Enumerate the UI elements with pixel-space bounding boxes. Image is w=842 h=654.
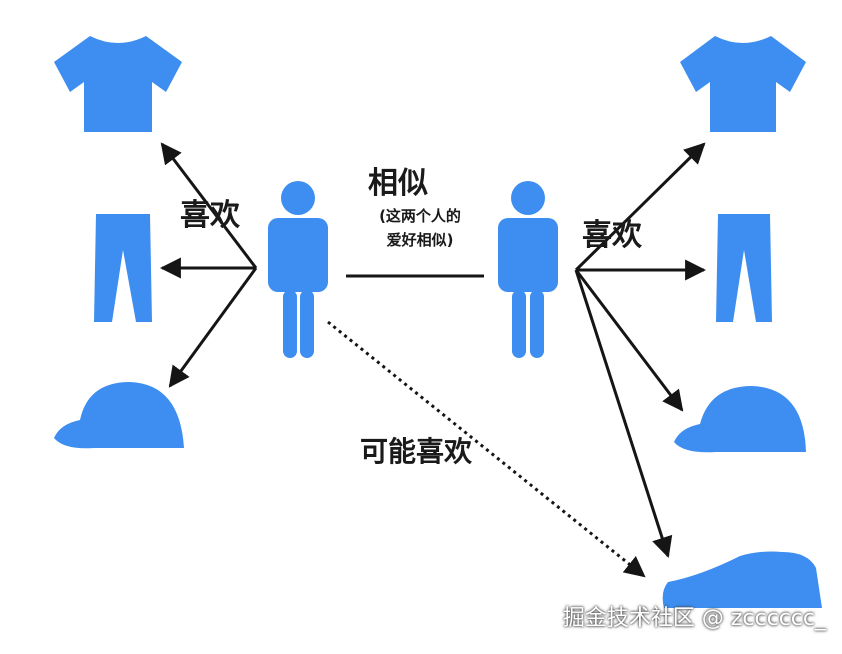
tshirt-icon-right	[680, 36, 806, 132]
label-like-left: 喜欢	[180, 198, 240, 233]
arrow-right-to-tshirt	[574, 142, 706, 272]
arrow-right-to-cap	[574, 269, 684, 412]
pants-icon-left	[94, 214, 152, 322]
arrow-left-to-tshirt	[160, 142, 258, 269]
pants-icon-right	[716, 214, 772, 322]
label-similar-note-line1: (这两个人的	[379, 207, 461, 225]
person-icon-right	[498, 181, 558, 358]
arrow-left-to-cap	[168, 267, 258, 388]
cap-icon-right	[674, 386, 806, 453]
arrow-right-to-shoe	[574, 269, 673, 558]
cap-icon-left	[54, 382, 184, 449]
watermark: 掘金技术社区 @ zcccccc_	[562, 606, 826, 631]
label-like-right: 喜欢	[582, 218, 642, 253]
label-similar-note: (这两个人的 爱好相似)	[360, 204, 480, 252]
label-similar-note-line2: 爱好相似)	[386, 231, 454, 249]
person-icon-left	[268, 181, 328, 358]
label-similar: 相似	[368, 166, 428, 201]
arrow-maybe-like-dotted	[327, 320, 646, 578]
shoe-icon-right	[662, 551, 822, 608]
tshirt-icon-left	[54, 36, 182, 132]
label-maybe-like: 可能喜欢	[360, 435, 473, 468]
